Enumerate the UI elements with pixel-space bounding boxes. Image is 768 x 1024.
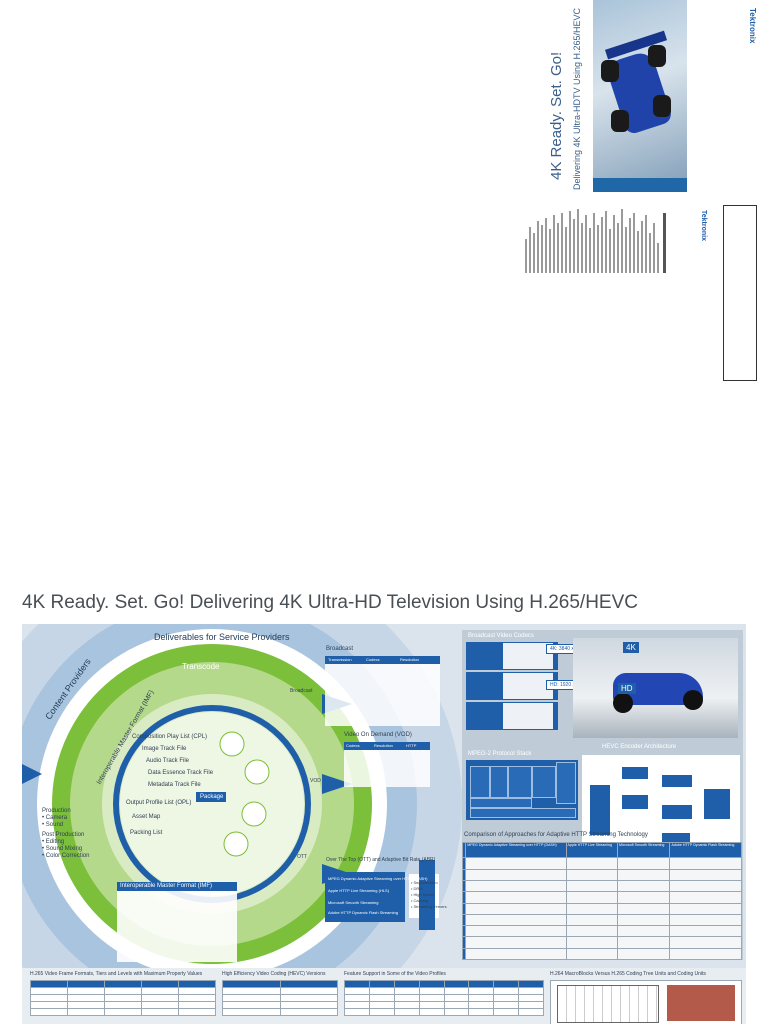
cover-race-car-photo: [593, 0, 687, 178]
table-header: Microsoft Smooth Streaming: [617, 841, 671, 859]
profiles-table: [344, 980, 544, 1016]
badge-hd: HD: [618, 683, 636, 694]
table-row: [461, 925, 742, 938]
ott-item: Microsoft Smooth Streaming: [328, 900, 379, 905]
ott-item: Adobe HTTP Dynamic Flash Streaming: [328, 910, 398, 915]
imf-item: Image Track File: [142, 746, 187, 752]
table-header: Adobe HTTP Dynamic Flash Streaming: [669, 841, 742, 859]
codecs-title: Broadcast Video Codecs: [468, 633, 534, 639]
vod-col: Resolution: [374, 743, 393, 748]
bottom-table-title: High Efficiency Video Coding (HEVC) Vers…: [222, 971, 326, 977]
post-heading: Post Production: [42, 832, 85, 838]
table-header: [461, 841, 467, 859]
broadcast-label: Broadcast: [326, 646, 354, 652]
mailing-address-box: [723, 205, 757, 381]
imf-item: Metadata Track File: [148, 782, 201, 788]
arrow-ott-label: OTT: [297, 854, 307, 860]
package-label: Package: [200, 794, 224, 800]
post-item: • Color Correction: [42, 853, 90, 859]
codec-row: [466, 702, 558, 730]
ott-feature: • Caching: [411, 898, 429, 903]
imf-item: Composition Play List (CPL): [132, 734, 208, 740]
macroblock-comparison-image: [550, 980, 742, 1024]
ott-feature: • DRM: [411, 886, 423, 891]
broadcast-col: Resolution: [400, 657, 419, 662]
post-item: • Editing: [42, 839, 65, 845]
brand-logo-small: Tektronix: [700, 210, 707, 241]
imf-table-title: Interoperable Master Format (IMF): [120, 883, 213, 889]
cover-subtitle: Delivering 4K Ultra-HDTV Using H.265/HEV…: [572, 7, 582, 190]
table-row: [461, 902, 742, 915]
table-row: [461, 913, 742, 927]
ott-feature: • Streaming Servers: [411, 904, 447, 909]
cover-title: 4K Ready. Set. Go!: [548, 51, 565, 180]
ott-item: MPEG Dynamic Adaptive Streaming over HTT…: [328, 876, 428, 881]
production-item: • Camera: [42, 815, 68, 821]
vod-label: Video On Demand (VOD): [344, 732, 412, 738]
poster-title: 4K Ready. Set. Go! Delivering 4K Ultra-H…: [22, 592, 638, 613]
imf-item: Packing List: [130, 830, 163, 836]
mpeg2-protocol-stack: [466, 760, 578, 820]
badge-4k: 4K: [623, 642, 639, 653]
bottom-tables-strip: H.265 Video Frame Formats, Tiers and Lev…: [22, 968, 746, 1024]
contents-list: [505, 198, 685, 273]
poster-panel: Deliverables for Service Providers Trans…: [22, 624, 746, 1024]
table-row: [461, 891, 742, 904]
bottom-table-title: H.265 Video Frame Formats, Tiers and Lev…: [30, 971, 203, 977]
brand-logo: Tektronix: [748, 8, 757, 44]
bottom-table-title: H.264 MacroBlocks Versus H.265 Coding Tr…: [550, 971, 706, 977]
ott-feature: • Segmentation: [411, 880, 439, 885]
table-header: Apple HTTP Live Streaming: [565, 841, 619, 859]
levels-table: [30, 980, 216, 1016]
production-heading: Production: [42, 808, 71, 814]
production-item: • Sound: [42, 822, 64, 828]
http-streaming-label: HTTP Streaming: [433, 881, 439, 912]
table-row: [461, 936, 742, 949]
imf-item: Asset Map: [132, 814, 161, 820]
ott-item: Apple HTTP Live Streaming (HLS): [328, 888, 390, 893]
workflow-diagram: [22, 624, 462, 968]
broadcast-col: Transmission: [328, 657, 352, 662]
imf-item: Data Essence Track File: [148, 770, 214, 776]
race-car-photo: 4K HD: [573, 638, 738, 738]
bottom-table-title: Feature Support in Some of the Video Pro…: [344, 971, 446, 977]
table-row: [461, 947, 742, 961]
vod-col: HTTP: [406, 743, 417, 748]
table-row: [461, 868, 742, 881]
deliverables-label: Deliverables for Service Providers: [154, 632, 290, 642]
broadcast-col: Codecs: [366, 657, 380, 662]
table-header: MPEG Dynamic Adaptive Streaming over HTT…: [465, 841, 567, 859]
arrow-vod-label: VOD: [310, 778, 321, 784]
imf-item: Audio Track File: [146, 758, 190, 764]
comparison-table: MPEG Dynamic Adaptive Streaming over HTT…: [461, 841, 742, 961]
transcode-label: Transcode: [182, 662, 220, 671]
table-row: [461, 857, 742, 870]
imf-item: Output Profile List (OPL): [126, 800, 192, 806]
ott-label: Over The Top (OTT) and Adaptive Bit Rate…: [326, 857, 436, 863]
versions-table: [222, 980, 338, 1016]
mpeg-stack-title: MPEG-2 Protocol Stack: [468, 751, 532, 757]
post-item: • Sound Mixing: [42, 846, 83, 852]
codec-row: [466, 642, 558, 670]
vod-col: Codecs: [346, 743, 360, 748]
table-row: [461, 879, 742, 893]
cover-accent-bar: [593, 178, 687, 192]
comparison-title: Comparison of Approaches for Adaptive HT…: [464, 832, 648, 838]
ott-feature: • High Speed: [411, 892, 435, 897]
hevc-title: HEVC Encoder Architecture: [602, 744, 677, 750]
arrow-broadcast-label: Broadcast: [290, 688, 313, 694]
codec-row: [466, 672, 558, 700]
